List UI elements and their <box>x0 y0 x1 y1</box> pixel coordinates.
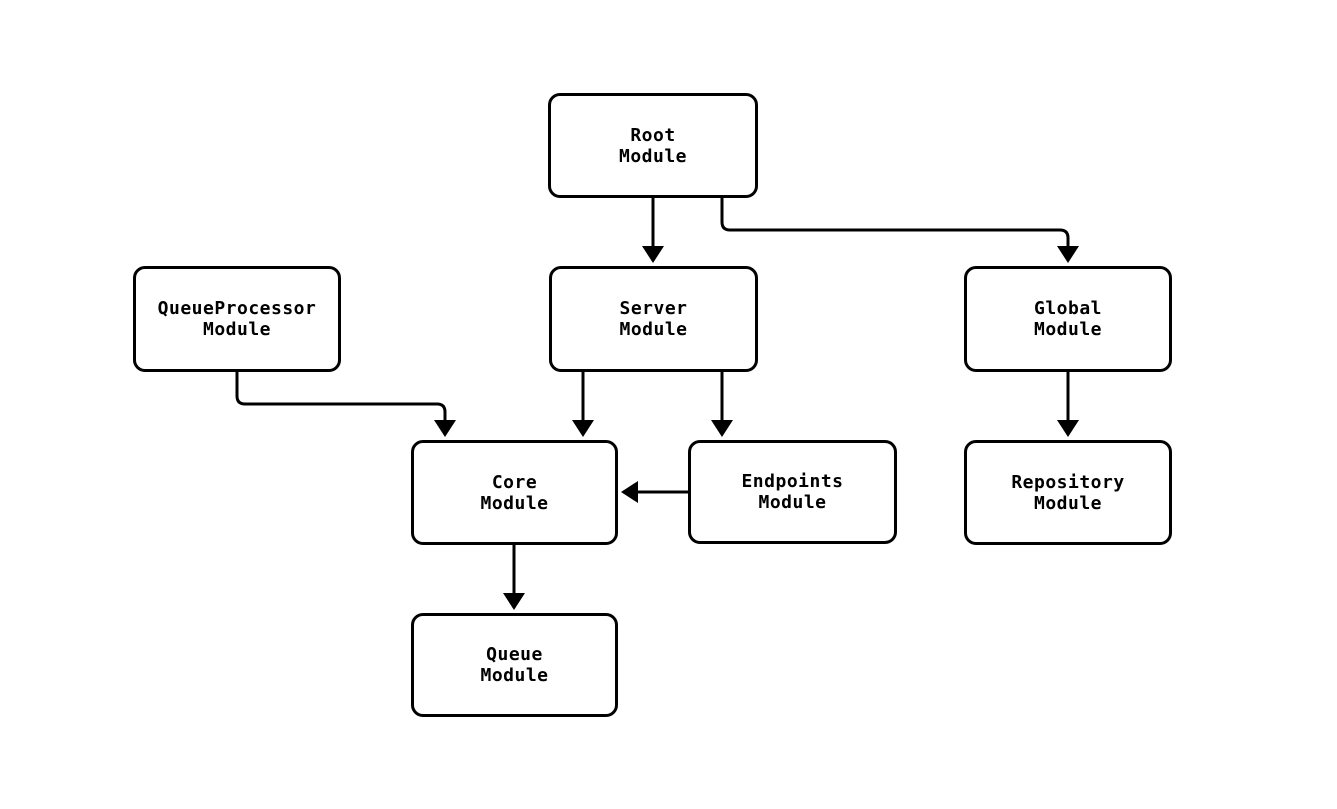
node-label: Module <box>1033 319 1103 340</box>
edge-root-to-global <box>720 198 1079 263</box>
node-label: Queue <box>486 644 543 665</box>
node-label: Module <box>202 319 272 340</box>
node-label: QueueProcessor <box>157 298 317 319</box>
node-label: Core <box>491 471 538 493</box>
node-label: Endpoints <box>741 471 844 492</box>
node-label: Module <box>1033 492 1103 514</box>
node-label: Server <box>619 298 688 319</box>
node-label: Module <box>758 492 827 513</box>
edges-group <box>235 198 1079 610</box>
node-label: Root <box>630 124 676 146</box>
node-label: Repository <box>1011 471 1125 493</box>
node-label: Module <box>480 665 549 686</box>
edge-queueprocessor-to-core <box>235 372 456 437</box>
node-label: Module <box>480 492 549 514</box>
node-label: Global <box>1033 298 1103 319</box>
node-label: Module <box>618 145 688 167</box>
node-label: Module <box>619 319 688 340</box>
